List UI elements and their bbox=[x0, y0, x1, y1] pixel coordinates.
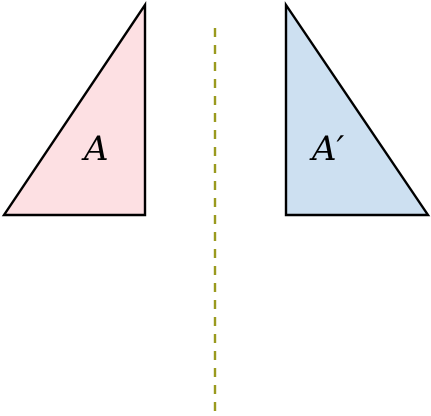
triangle-a bbox=[1, 1, 147, 217]
triangle-a-label: A bbox=[81, 129, 109, 169]
triangle-a-prime bbox=[284, 1, 431, 217]
triangle-a-prime-label: A′ bbox=[309, 129, 345, 169]
